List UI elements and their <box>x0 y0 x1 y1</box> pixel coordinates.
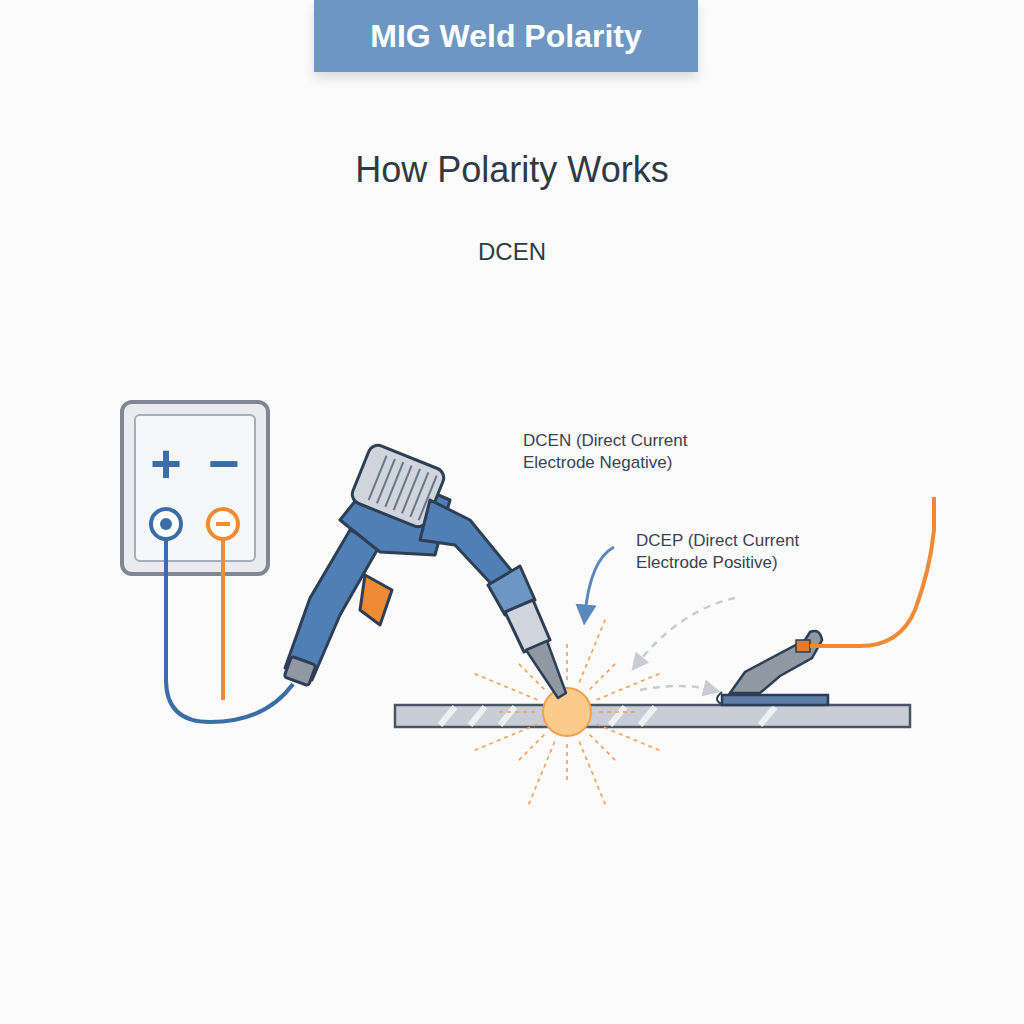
title: MIG Weld Polarity <box>314 0 698 72</box>
subtitle: How Polarity Works <box>355 147 668 194</box>
power-source: +− <box>120 400 270 576</box>
spark-ray <box>579 620 605 683</box>
spark-ray <box>566 642 568 680</box>
spark-ray <box>599 711 637 713</box>
welding-gun <box>284 442 566 698</box>
spark-ray <box>529 742 555 805</box>
minus-sign: − <box>208 436 240 490</box>
spark-ray <box>497 711 535 713</box>
wire-spool-winding <box>369 456 387 501</box>
wire-spool-winding <box>394 466 412 511</box>
dcep-callout: DCEP (Direct Current Electrode Positive) <box>636 530 841 574</box>
spark-ray <box>590 735 617 762</box>
current-flow-arrow <box>637 598 735 664</box>
spark-ray <box>475 724 538 750</box>
spark-ray <box>518 735 545 762</box>
wire-spool-winding <box>377 459 395 504</box>
spark-ray <box>597 724 660 750</box>
workpiece-plate <box>395 705 910 727</box>
spark-ray <box>566 744 568 782</box>
spark-ray <box>579 742 605 805</box>
polarity-heading: DCEN <box>478 236 546 267</box>
ground-clamp <box>717 631 828 705</box>
wire-spool-winding <box>402 469 420 514</box>
dcen-arrow <box>585 547 614 615</box>
spark-ray <box>475 674 538 700</box>
wire-spool-winding <box>410 472 428 517</box>
plus-sign: + <box>150 436 182 490</box>
weld-arc <box>475 620 660 805</box>
wire-spool-winding <box>385 462 403 507</box>
spark-ray <box>597 674 660 700</box>
dcen-callout: DCEN (Direct Current Electrode Negative) <box>523 430 728 474</box>
spark-ray <box>590 663 617 690</box>
current-flow-arrow <box>640 686 712 690</box>
title-banner: MIG Weld Polarity <box>314 0 698 72</box>
